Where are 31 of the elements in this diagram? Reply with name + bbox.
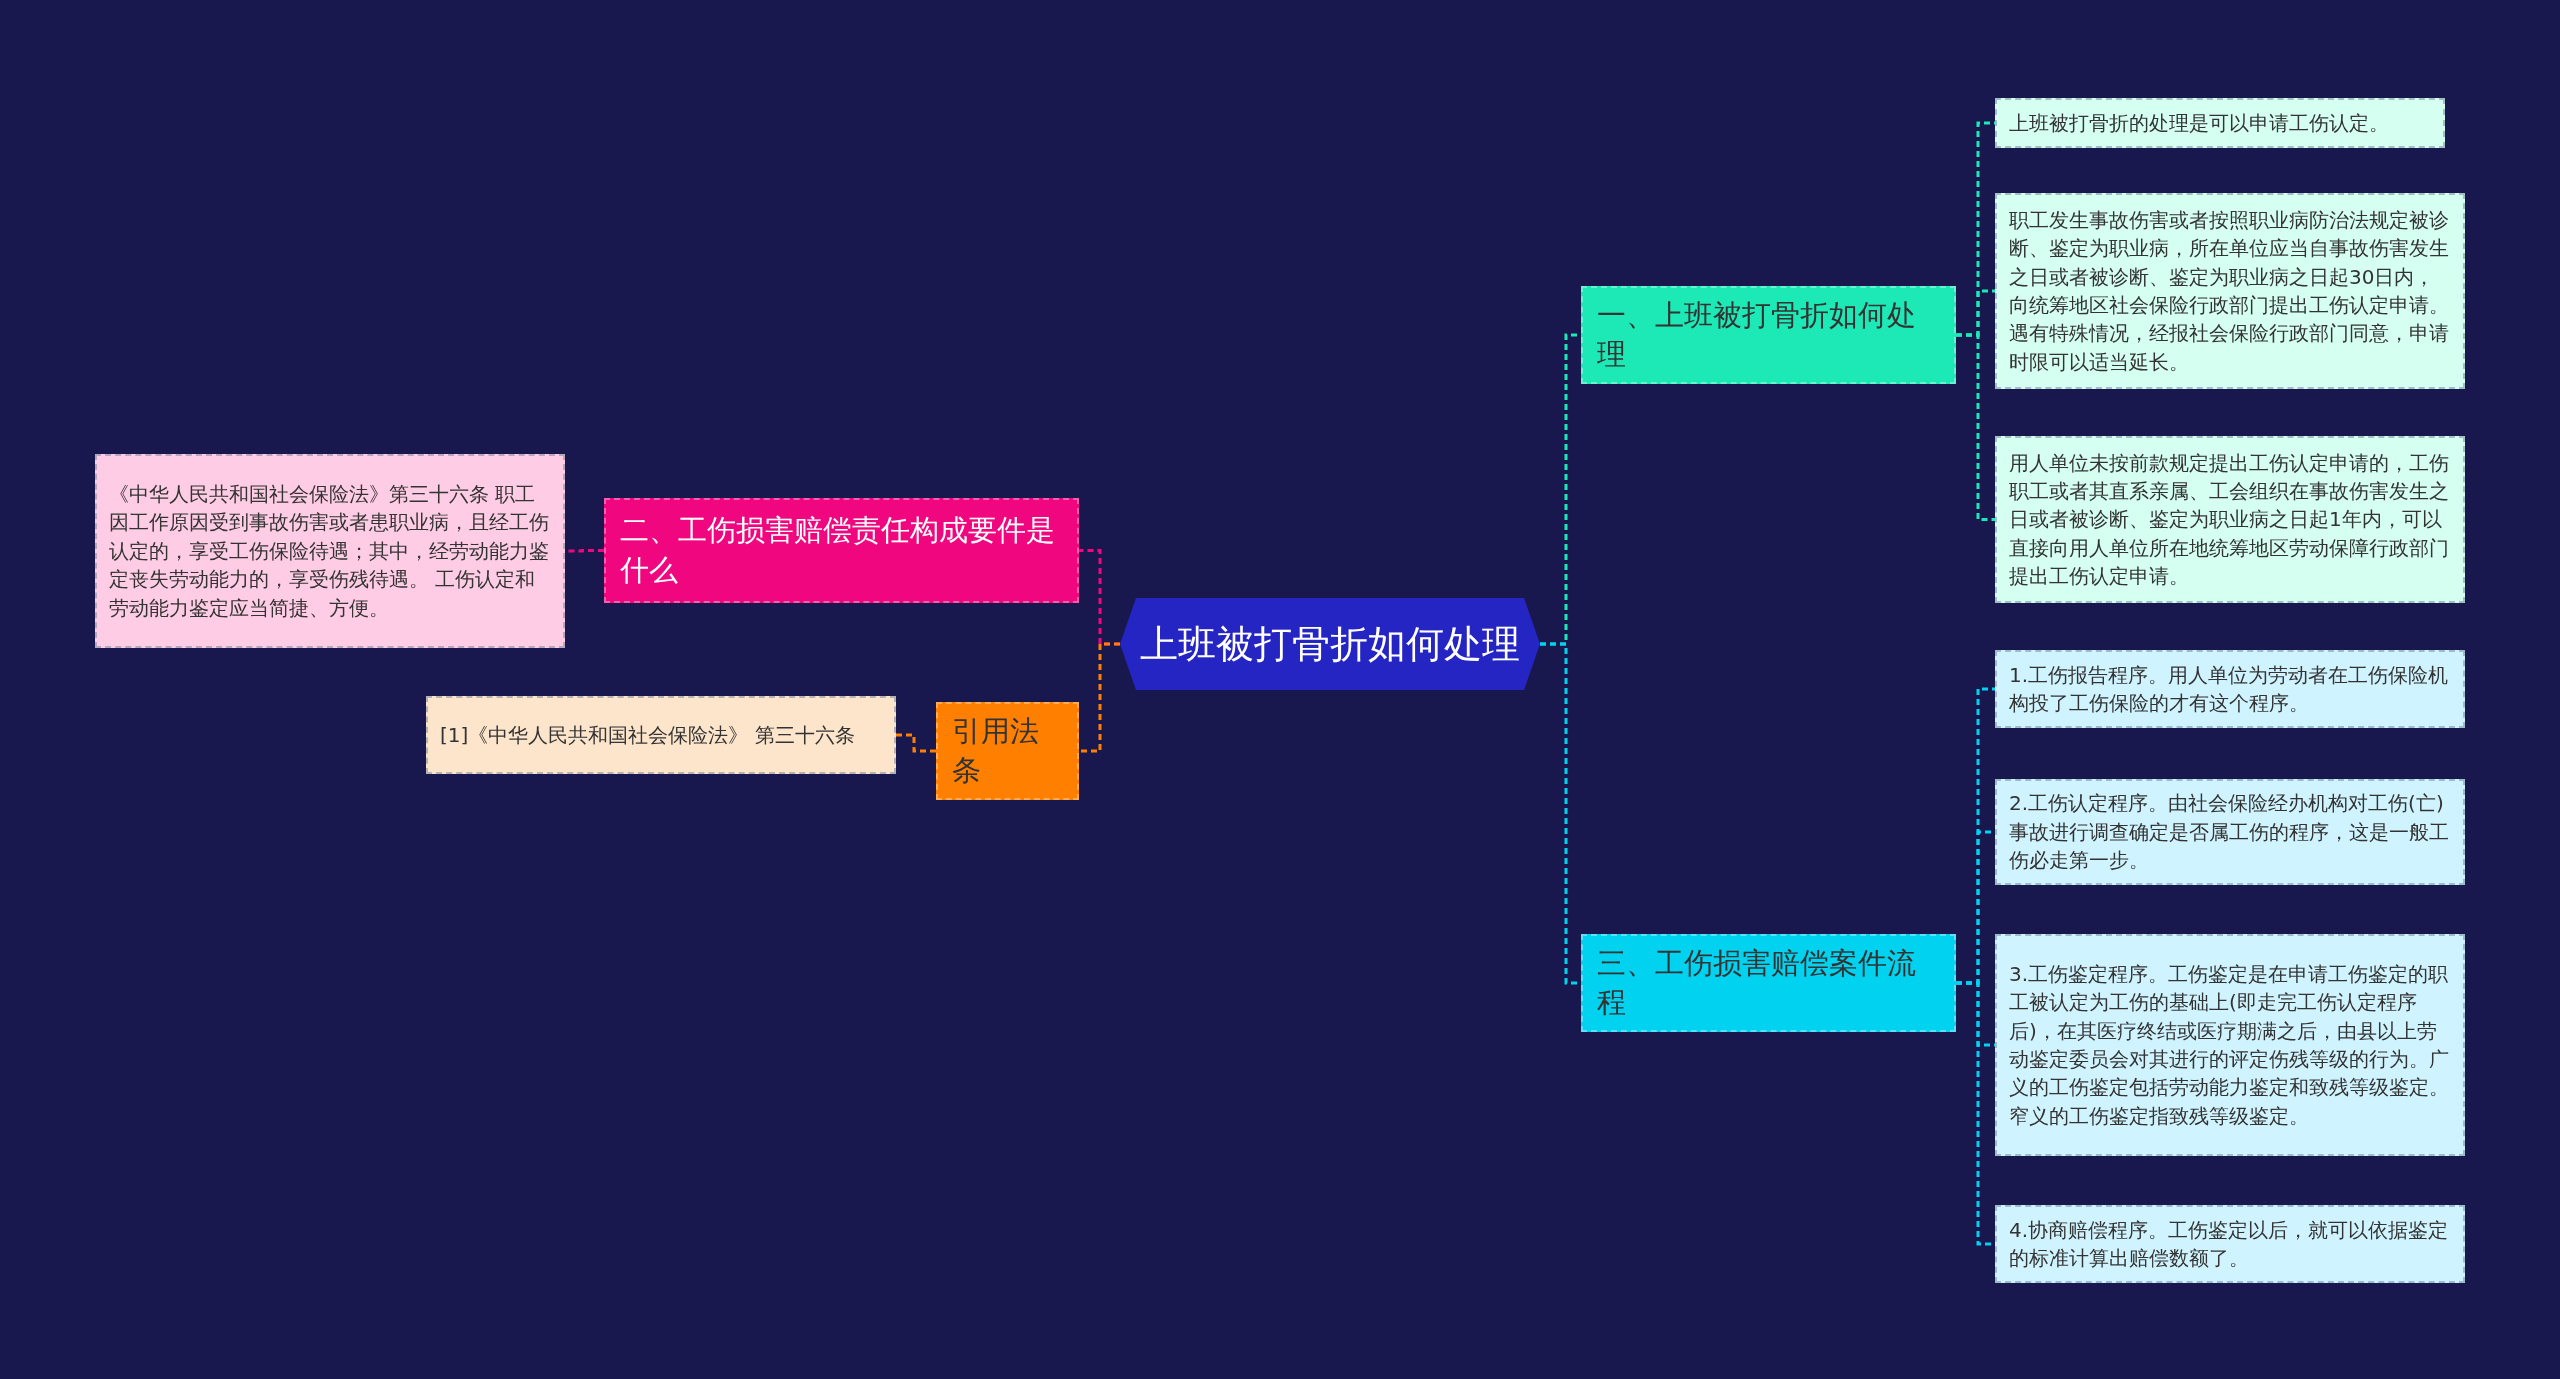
topic-text: 一、上班被打骨折如何处理 [1597, 297, 1917, 374]
note-text: 3.工伤鉴定程序。工伤鉴定是在申请工伤鉴定的职工被认定为工伤的基础上(即走完工伤认定程序后)，在其医疗终结或医疗期满之后，由县以上劳动鉴定委员会对其进行的评定伤残等级的行为。广义的工伤鉴定包括劳动能力鉴定和致残等级鉴定。窄义的工伤鉴定指致残等级鉴定。 [2009, 960, 2450, 1130]
note-box [1995, 1205, 2465, 1283]
topic-box [1581, 286, 1956, 385]
note-text: 《中华人民共和国社会保险法》第三十六条 职工因工作原因受到事故伤害或者患职业病，且经工伤认定的，享受工伤保险待遇；其中，经劳动能力鉴定丧失劳动能力的，享受伤残待遇。 工伤认定和劳动能力鉴定应当简捷、方便。 [109, 481, 550, 622]
note-text: [1]《中华人民共和国社会保险法》 第三十六条 [440, 721, 856, 749]
note-text: 2.工伤认定程序。由社会保险经办机构对工伤(亡)事故进行调查确定是否属工伤的程序，这是一般工伤必走第一步。 [2009, 790, 2450, 875]
note-text: 4.协商赔偿程序。工伤鉴定以后，就可以依据鉴定的标准计算出赔偿数额了。 [2009, 1216, 2450, 1272]
note-text: 1.工伤报告程序。用人单位为劳动者在工伤保险机构投了工伤保险的才有这个程序。 [2009, 661, 2450, 717]
topic-text: 引用法条 [952, 713, 1040, 790]
topic-text: 二、工伤损害赔偿责任构成要件是什么 [620, 512, 1056, 589]
note-box [1995, 436, 2465, 603]
central-topic-text: 上班被打骨折如何处理 [1139, 620, 1521, 668]
note-text: 职工发生事故伤害或者按照职业病防治法规定被诊断、鉴定为职业病，所在单位应当自事故伤害发生之日或者被诊断、鉴定为职业病之日起30日内，向统筹地区社会保险行政部门提出工伤认定申请。遇有特殊情况，经报社会保险行政部门同意，申请时限可以适当延长。 [2009, 206, 2450, 376]
note-box [95, 454, 565, 648]
note-text: 上班被打骨折的处理是可以申请工伤认定。 [2009, 109, 2390, 137]
topic-text: 三、工伤损害赔偿案件流程 [1597, 945, 1917, 1022]
topic-box [1581, 934, 1956, 1033]
connector-line [1079, 642, 1120, 753]
note-box [1995, 779, 2465, 885]
note-box [1995, 934, 2465, 1156]
note-text: 用人单位未按前款规定提出工伤认定申请的，工伤职工或者其直系亲属、工会组织在事故伤害发生之日或者被诊断、鉴定为职业病之日起1年内，可以直接向用人单位所在地统筹地区劳动保障行政部门提出工伤认定申请。 [2009, 449, 2450, 591]
note-box [1995, 650, 2465, 728]
connector-line [896, 733, 936, 753]
central-topic-hexagon [1120, 598, 1540, 690]
note-box [426, 696, 896, 774]
topic-box [936, 702, 1079, 801]
note-box [1995, 193, 2465, 389]
topic-box [604, 498, 1079, 603]
connector-line [1956, 333, 1995, 521]
note-box [1995, 98, 2445, 148]
